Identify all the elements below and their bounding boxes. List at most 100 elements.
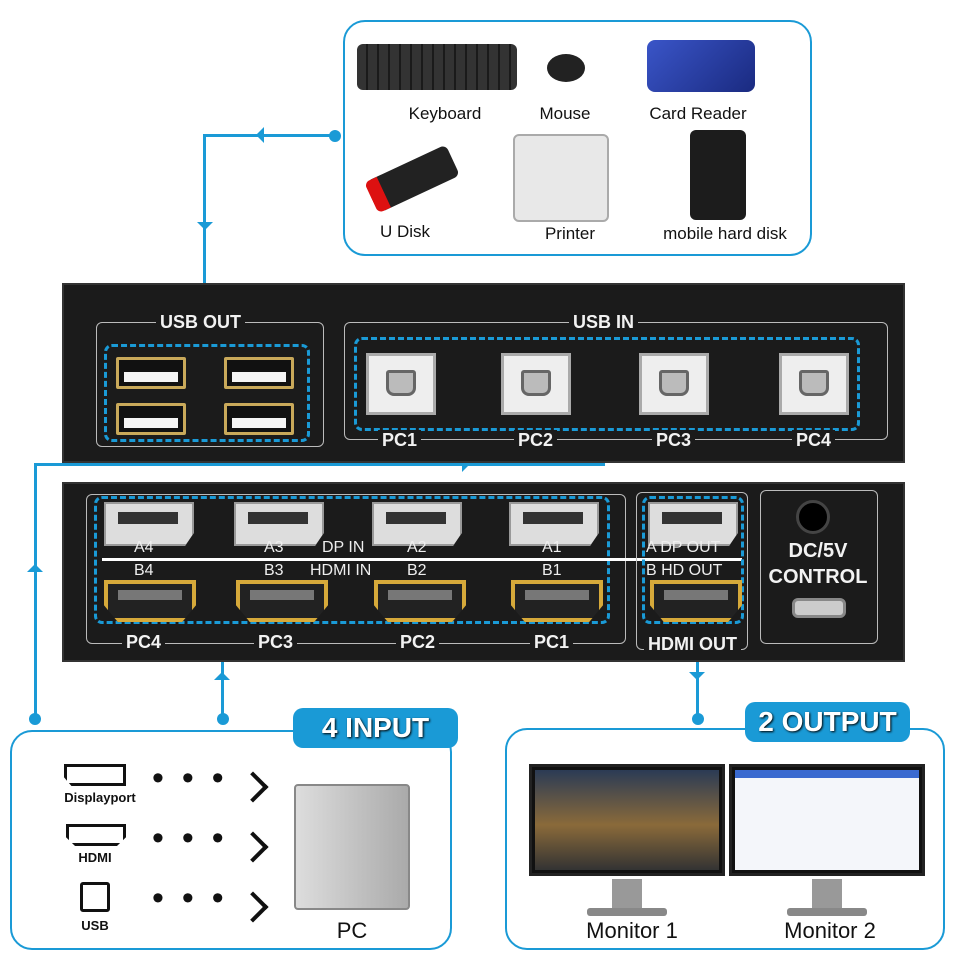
connector-dot [329, 130, 341, 142]
usb-in-highlight [354, 337, 860, 431]
usb-b-port [639, 353, 709, 415]
usb-b-icon [80, 882, 110, 912]
hd-out-label: B HD OUT [646, 562, 723, 579]
hdmi-port-b3 [236, 580, 328, 622]
pc2-label: PC2 [514, 430, 558, 451]
keyboard-icon [357, 44, 517, 90]
connector-line [203, 134, 206, 339]
chevron-right-icon [237, 771, 269, 803]
b4-label: B4 [134, 562, 154, 579]
arrow-up-icon [27, 556, 43, 572]
dots-icon: ••• [152, 819, 242, 857]
monitor-2-foot [787, 908, 867, 916]
dp-port-a2 [372, 502, 462, 546]
pc3-label: PC3 [652, 430, 696, 451]
dp-out-label: A DP OUT [646, 539, 721, 556]
usb-a-port [116, 357, 186, 389]
hdmi-in-label: HDMI IN [310, 562, 372, 579]
arrow-down-icon [689, 672, 705, 688]
usb-disk-icon [364, 144, 460, 214]
usb-b-port [366, 353, 436, 415]
usb-a-port [116, 403, 186, 435]
card-reader-label: Card Reader [649, 104, 747, 123]
pc1-label: PC1 [378, 430, 422, 451]
b1-label: B1 [542, 562, 562, 579]
monitor-1-foot [587, 908, 667, 916]
pc-label: PC [336, 918, 368, 943]
monitor-1-stand [612, 879, 642, 909]
chevron-right-icon [237, 891, 269, 923]
dots-icon: ••• [152, 879, 242, 917]
hdmi-port-b4 [104, 580, 196, 622]
connector-dot [29, 713, 41, 725]
front-panel: A4 A3 DP IN A2 A1 B4 B3 HDMI IN B2 B1 PC… [62, 482, 905, 662]
dp-in-label: DP IN [322, 539, 365, 556]
pc2-front-label: PC2 [396, 632, 440, 653]
hdmi-port-b1 [511, 580, 603, 622]
hdmi-label: HDMI [78, 850, 112, 865]
usb-out-label: USB OUT [156, 312, 245, 333]
b3-label: B3 [264, 562, 284, 579]
monitor-2-label: Monitor 2 [784, 918, 876, 943]
keyboard-label: Keyboard [408, 104, 482, 123]
arrow-up-icon [214, 664, 230, 680]
monitor-1-icon [529, 764, 725, 876]
b2-label: B2 [407, 562, 427, 579]
input-box: Displayport HDMI USB ••• ••• ••• PC [10, 730, 452, 950]
dp-port-a4 [104, 502, 194, 546]
arrow-left-icon [248, 127, 264, 143]
chevron-right-icon [237, 831, 269, 863]
hdmi-out-label: HDMI OUT [644, 634, 741, 655]
arrow-down-icon [197, 222, 213, 238]
printer-icon [513, 134, 609, 222]
peripherals-box: Keyboard Mouse Card Reader U Disk Printe… [343, 20, 812, 256]
hard-disk-icon [690, 130, 746, 220]
displayport-label: Displayport [64, 790, 136, 805]
input-badge: 4 INPUT [293, 708, 458, 748]
usb-b-port [501, 353, 571, 415]
monitor-2-stand [812, 879, 842, 909]
output-highlight [642, 496, 744, 624]
output-box: Monitor 1 Monitor 2 [505, 728, 945, 950]
input-group [86, 494, 626, 644]
power-group [760, 490, 878, 644]
pc4-label: PC4 [792, 430, 836, 451]
pc-tower-icon [294, 784, 410, 910]
mouse-label: Mouse [539, 104, 591, 123]
hard-disk-label: mobile hard disk [663, 224, 787, 243]
card-reader-icon [647, 40, 755, 92]
a1-label: A1 [542, 539, 562, 556]
connector-line [204, 134, 336, 137]
back-panel: USB OUT USB IN PC1 PC2 PC3 PC4 [62, 283, 905, 463]
connector-line [34, 463, 605, 466]
pc4-front-label: PC4 [122, 632, 166, 653]
pc3-front-label: PC3 [254, 632, 298, 653]
dp-out-port [648, 502, 738, 546]
mouse-icon [547, 54, 585, 82]
usb-in-label: USB IN [569, 312, 639, 333]
a3-label: A3 [264, 539, 284, 556]
hdmi-out-port [650, 580, 742, 622]
displayport-icon [64, 764, 126, 786]
connector-dot [692, 713, 704, 725]
connector-line [221, 625, 224, 718]
control-label: CONTROL [764, 566, 872, 589]
usb-out-highlight [104, 344, 310, 442]
usb-label: USB [81, 918, 109, 933]
dp-port-a1 [509, 502, 599, 546]
usb-b-port [779, 353, 849, 415]
divider-line [102, 558, 742, 561]
monitor-1-label: Monitor 1 [586, 918, 678, 943]
monitor-2-icon [729, 764, 925, 876]
power-jack-icon [796, 500, 830, 534]
arrow-right-icon [462, 456, 478, 472]
dp-port-a3 [234, 502, 324, 546]
connector-line [696, 625, 699, 718]
output-badge: 2 OUTPUT [745, 702, 910, 742]
printer-label: Printer [544, 224, 596, 243]
usb-a-port [224, 357, 294, 389]
pc1-front-label: PC1 [530, 632, 574, 653]
hdmi-port-b2 [374, 580, 466, 622]
hdmi-icon [66, 824, 126, 846]
dots-icon: ••• [152, 759, 242, 797]
